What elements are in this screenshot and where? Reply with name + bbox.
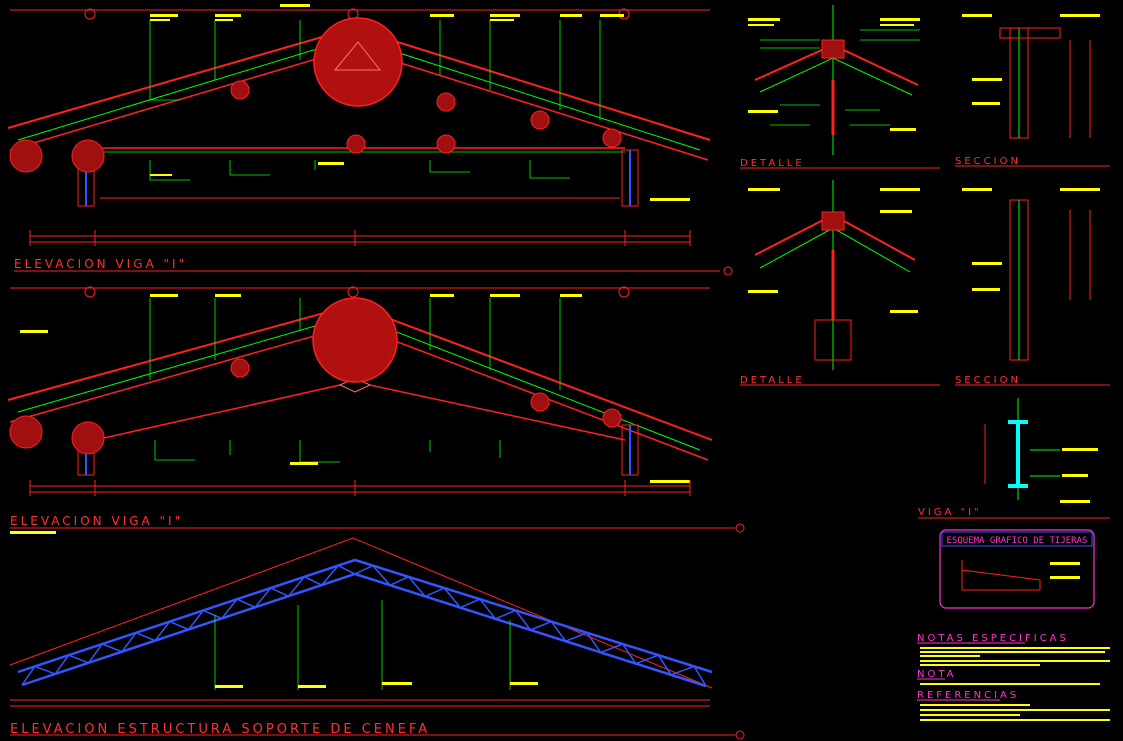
detalle-2-title: DETALLE	[740, 375, 805, 386]
viga-i-section: VIGA "I"	[918, 398, 1110, 519]
elevation-1-title: ELEVACION VIGA "I"	[14, 257, 187, 271]
seccion-2-drawing: SECCION	[955, 188, 1110, 386]
elevation-2-title: ELEVACION VIGA "I"	[10, 514, 183, 528]
elevation-1-drawing: ELEVACION VIGA "I"	[7, 4, 733, 276]
elevation-3-title: ELEVACION ESTRUCTURA SOPORTE DE CENEFA	[10, 722, 430, 737]
seccion-1-title: SECCION	[955, 156, 1021, 167]
referencias-heading: REFERENCIAS	[917, 690, 1019, 701]
detail-1-drawing: DETALLE	[740, 5, 940, 169]
detalle-1-title: DETALLE	[740, 158, 805, 169]
seccion-2-title: SECCION	[955, 375, 1021, 386]
elevation-2-drawing: ELEVACION VIGA "I"	[7, 286, 745, 533]
detail-2-drawing: DETALLE	[740, 180, 940, 386]
notas-especificas-heading: NOTAS ESPECIFICAS	[917, 633, 1069, 644]
viga-i-title: VIGA "I"	[918, 507, 982, 518]
nota-heading: NOTA	[917, 669, 957, 680]
esquema-grafico-box: ESQUEMA GRAFICO DE TIJERAS	[939, 529, 1095, 609]
elevation-3-drawing: ELEVACION ESTRUCTURA SOPORTE DE CENEFA	[9, 531, 745, 740]
notes-block: NOTAS ESPECIFICAS NOTA REFERENCIAS	[917, 633, 1110, 721]
esquema-title: ESQUEMA GRAFICO DE TIJERAS	[947, 536, 1088, 546]
seccion-1-drawing: SECCION	[955, 14, 1110, 167]
